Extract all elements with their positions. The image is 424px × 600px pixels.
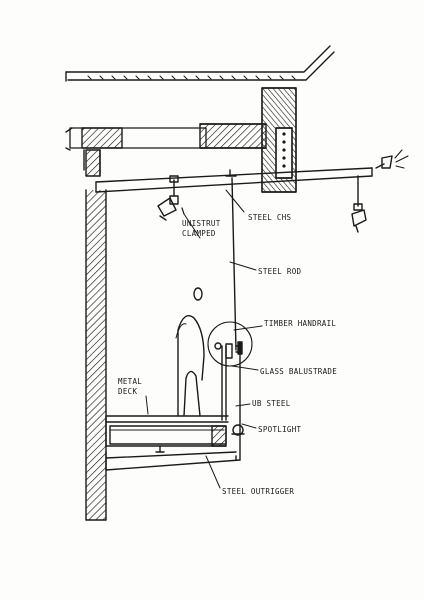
label-unistrut-line1: UNISTRUT [182,219,221,228]
timber-beam-right [199,123,267,149]
label-glass-balustrade: GLASS BALUSTRADE [260,367,337,376]
label-steel-outrigger: STEEL OUTRIGGER [222,487,294,496]
leaders [145,189,263,489]
steel-chs [95,167,373,193]
label-steel-rod: STEEL ROD [258,267,302,276]
steel-rod [225,169,237,351]
spotlight-right-upper [375,149,409,169]
label-steel-chs: STEEL CHS [248,213,292,222]
label-unistrut-line2: CLAMPED [182,229,216,238]
spotlight-right-lower [351,175,367,233]
annotations: UNISTRUT CLAMPED STEEL CHS STEEL ROD TIM… [118,213,337,496]
roof-lines [65,45,335,82]
figure-standing [175,287,205,417]
label-ub-steel: UB STEEL [252,399,291,408]
floor-deck [105,415,245,453]
steel-outrigger [105,349,241,471]
label-metal-deck-line2: DECK [118,387,137,396]
label-spotlight: SPOTLIGHT [258,425,302,434]
balustrade [207,321,253,421]
spotlight-left [157,175,179,221]
left-wall [83,149,107,521]
timber-beam-left [65,127,207,151]
label-metal-deck-line1: METAL [118,377,142,386]
timber-post [261,87,297,193]
label-timber-handrail: TIMBER HANDRAIL [264,319,336,328]
